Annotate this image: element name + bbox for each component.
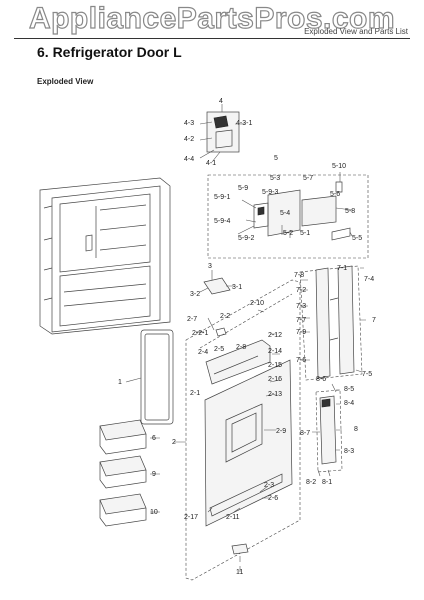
label-2-3: 2-3	[264, 482, 274, 489]
label-4-4: 4-4	[184, 156, 194, 163]
part-10-bin	[99, 493, 147, 527]
label-5-8: 5-8	[345, 208, 355, 215]
label-5-7: 5-7	[303, 175, 313, 182]
label-5-5: 5-5	[352, 235, 362, 242]
label-8-7: 8-7	[300, 430, 310, 437]
label-2-4: 2-4	[198, 349, 208, 356]
label-5-9-1: 5-9-1	[214, 194, 230, 201]
label-8-4: 8-4	[344, 400, 354, 407]
label-2-14: 2-14	[268, 348, 282, 355]
label-8-2: 8-2	[306, 479, 316, 486]
part-11-piece	[231, 543, 249, 562]
label-5-2: 5-2	[283, 230, 293, 237]
label-3: 3	[208, 263, 212, 270]
label-8-3: 8-3	[344, 448, 354, 455]
label-5-6: 5-6	[330, 191, 340, 198]
label-2-8: 2-8	[236, 344, 246, 351]
label-4: 4	[219, 98, 223, 105]
label-2-15: 2-15	[268, 362, 282, 369]
page-title: 6. Refrigerator Door L	[37, 44, 182, 60]
header-note: Exploded View and Parts List	[304, 27, 408, 36]
header-rule	[14, 38, 410, 39]
label-2-2-1: 2-2-1	[192, 330, 208, 337]
label-8: 8	[354, 426, 358, 433]
refrigerator-cabinet	[39, 177, 171, 335]
label-3-1: 3-1	[232, 284, 242, 291]
label-2: 2	[172, 439, 176, 446]
label-2-16: 2-16	[268, 376, 282, 383]
label-5-1: 5-1	[300, 230, 310, 237]
label-1: 1	[118, 379, 122, 386]
label-2-2: 2-2	[220, 313, 230, 320]
label-4-3-1: 4-3-1	[236, 120, 252, 127]
label-2-1: 2-1	[190, 390, 200, 397]
label-7: 7	[372, 317, 376, 324]
label-2-17: 2-17	[184, 514, 198, 521]
label-4-1: 4-1	[206, 160, 216, 167]
label-7-9: 7-9	[296, 329, 306, 336]
watermark: AppliancePartsPros.com	[28, 1, 396, 35]
label-5-10: 5-10	[332, 163, 346, 170]
part-6-bin	[99, 419, 147, 455]
label-7-7: 7-7	[296, 317, 306, 324]
label-2-6: 2-6	[268, 495, 278, 502]
label-7-2: 7-2	[296, 287, 306, 294]
part-9-bin	[99, 455, 147, 489]
label-10: 10	[150, 509, 158, 516]
label-7-8: 7-8	[294, 272, 304, 279]
label-5: 5	[274, 155, 278, 162]
part-7-frame	[299, 265, 363, 381]
label-5-4: 5-4	[280, 210, 290, 217]
part-8-bracket	[315, 389, 343, 473]
label-5-9: 5-9	[238, 185, 248, 192]
label-2-11: 2-11	[226, 514, 240, 521]
label-2-10: 2-10	[250, 300, 264, 307]
label-2-7: 2-7	[187, 316, 197, 323]
leader-lines	[125, 267, 366, 572]
label-9: 9	[152, 471, 156, 478]
label-8-5: 8-5	[344, 386, 354, 393]
part-4-hinge	[199, 104, 245, 163]
label-7-6: 7-6	[296, 357, 306, 364]
label-5-3: 5-3	[270, 175, 280, 182]
label-5-9-2: 5-9-2	[238, 235, 254, 242]
label-7-5: 7-5	[362, 371, 372, 378]
part-2-door-panel	[185, 279, 301, 581]
label-6: 6	[152, 435, 156, 442]
label-5-9-3: 5-9-3	[262, 189, 278, 196]
part-3-component	[199, 270, 234, 295]
label-5-9-4: 5-9-4	[214, 218, 230, 225]
label-4-2: 4-2	[184, 136, 194, 143]
label-7-3: 7-3	[296, 303, 306, 310]
label-2-9: 2-9	[276, 428, 286, 435]
label-8-1: 8-1	[322, 479, 332, 486]
label-2-12: 2-12	[268, 332, 282, 339]
label-7-4: 7-4	[364, 276, 374, 283]
label-2-13: 2-13	[268, 391, 282, 398]
label-3-2: 3-2	[190, 291, 200, 298]
part-5-assembly	[207, 172, 369, 259]
label-8-6: 8-6	[316, 376, 326, 383]
label-7-1: 7-1	[337, 265, 347, 272]
label-4-3: 4-3	[184, 120, 194, 127]
section-subtitle: Exploded View	[37, 77, 94, 86]
label-11: 11	[236, 569, 243, 576]
label-2-5: 2-5	[214, 346, 224, 353]
part-1-gasket	[140, 329, 174, 425]
